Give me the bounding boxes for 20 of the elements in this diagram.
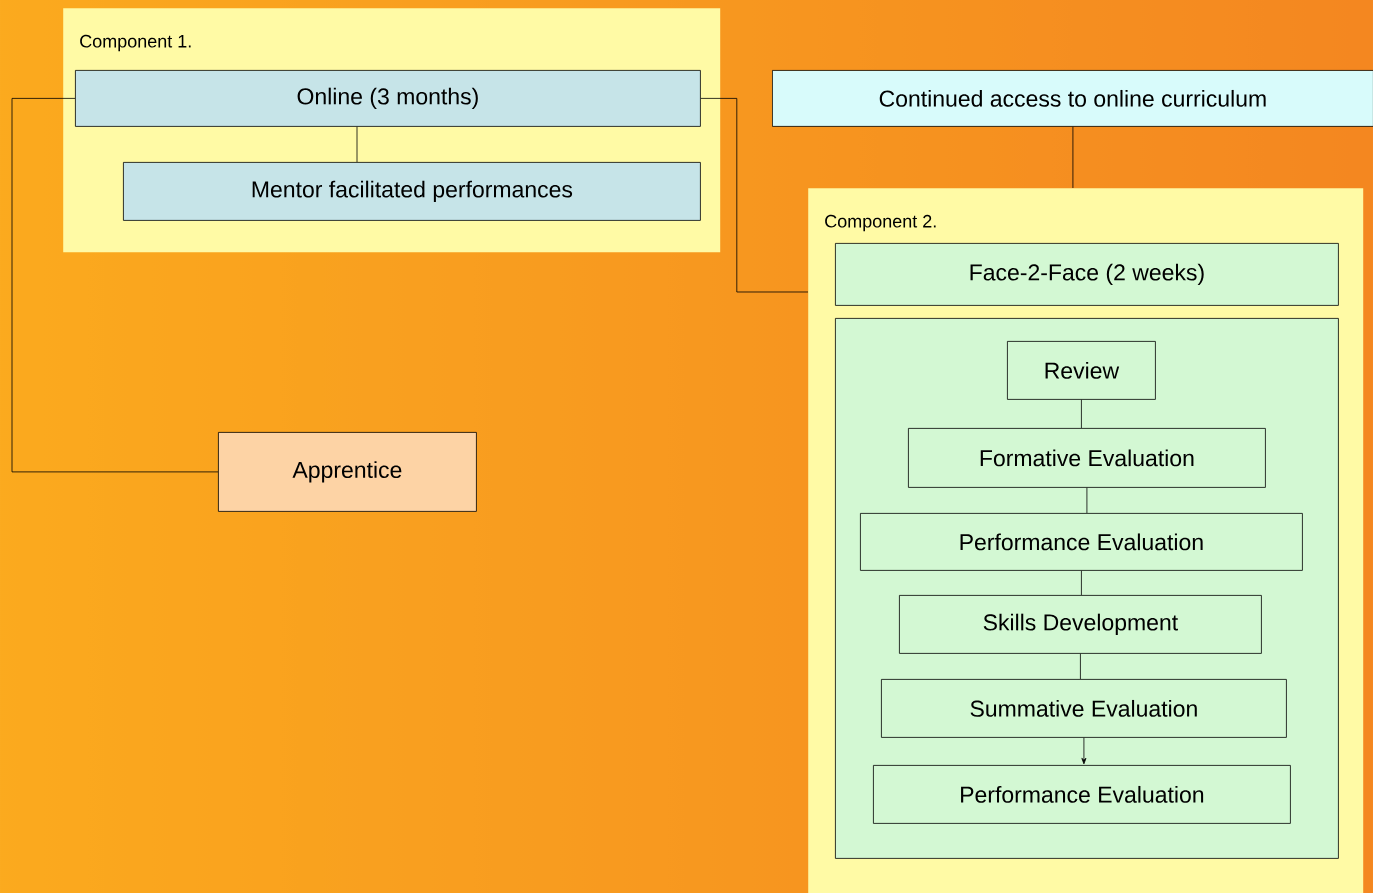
connector xyxy=(1080,653,1081,680)
connector xyxy=(1081,737,1087,765)
connector xyxy=(356,126,358,163)
process-box: Face-2-Face (2 weeks) xyxy=(835,243,1339,306)
process-box: Apprentice xyxy=(218,432,477,512)
connector xyxy=(1081,399,1082,429)
process-box: Mentor facilitated performances xyxy=(123,162,701,221)
connector xyxy=(1086,487,1088,514)
connector xyxy=(700,98,809,293)
process-box: Performance Evaluation xyxy=(860,513,1303,571)
process-box: Online (3 months) xyxy=(75,70,701,127)
connector xyxy=(11,98,219,473)
process-box: Formative Evaluation xyxy=(908,428,1266,488)
process-box: Skills Development xyxy=(899,595,1262,654)
connector xyxy=(1081,570,1082,596)
process-box: Review xyxy=(1007,341,1156,400)
process-box: Performance Evaluation xyxy=(873,765,1291,824)
process-box: Summative Evaluation xyxy=(881,679,1287,738)
connector xyxy=(1072,126,1074,189)
process-box: Continued access to online curriculum xyxy=(772,70,1373,127)
